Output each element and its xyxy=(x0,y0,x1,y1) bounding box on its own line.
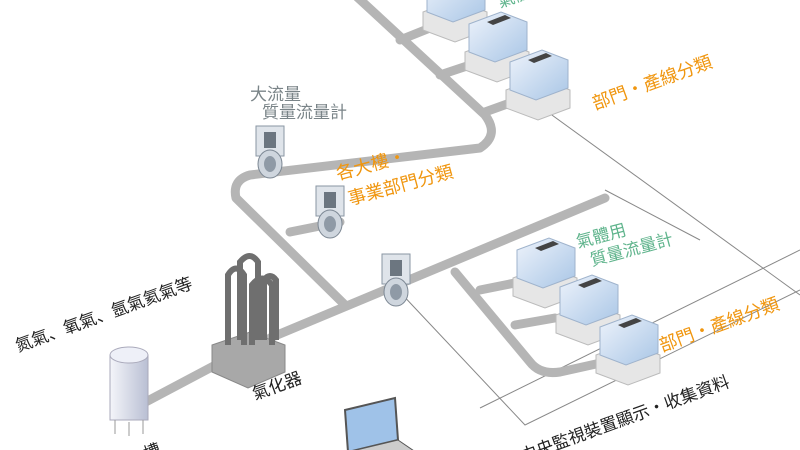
dept-line-label-bottom: 部門・產線分類 xyxy=(657,294,783,357)
large-flow-meter-label-1: 大流量 xyxy=(250,85,301,105)
laptop-icon xyxy=(343,396,414,450)
main-pipe-upper xyxy=(230,0,496,310)
dept-line-label-top: 部門・產線分類 xyxy=(590,52,716,115)
large-mass-flow-meter xyxy=(255,125,285,179)
vaporizer xyxy=(211,253,286,389)
gas-meter xyxy=(595,314,661,386)
large-mass-flow-meter xyxy=(315,185,345,239)
main-pipe-lower xyxy=(265,193,610,343)
large-flow-meter-label-2: 質量流量計 xyxy=(262,103,347,123)
top-partial-label: 氣體用 xyxy=(495,0,550,13)
large-mass-flow-meter xyxy=(381,253,411,307)
storage-tank xyxy=(109,346,149,436)
tank-pipe xyxy=(135,355,230,410)
gas-meter xyxy=(505,49,571,121)
tank-label: 槽 xyxy=(141,440,164,450)
gas-meters-upper xyxy=(422,0,571,121)
gases-label: 氮氣、氧氣、氬氣氦氣等 xyxy=(13,274,196,357)
